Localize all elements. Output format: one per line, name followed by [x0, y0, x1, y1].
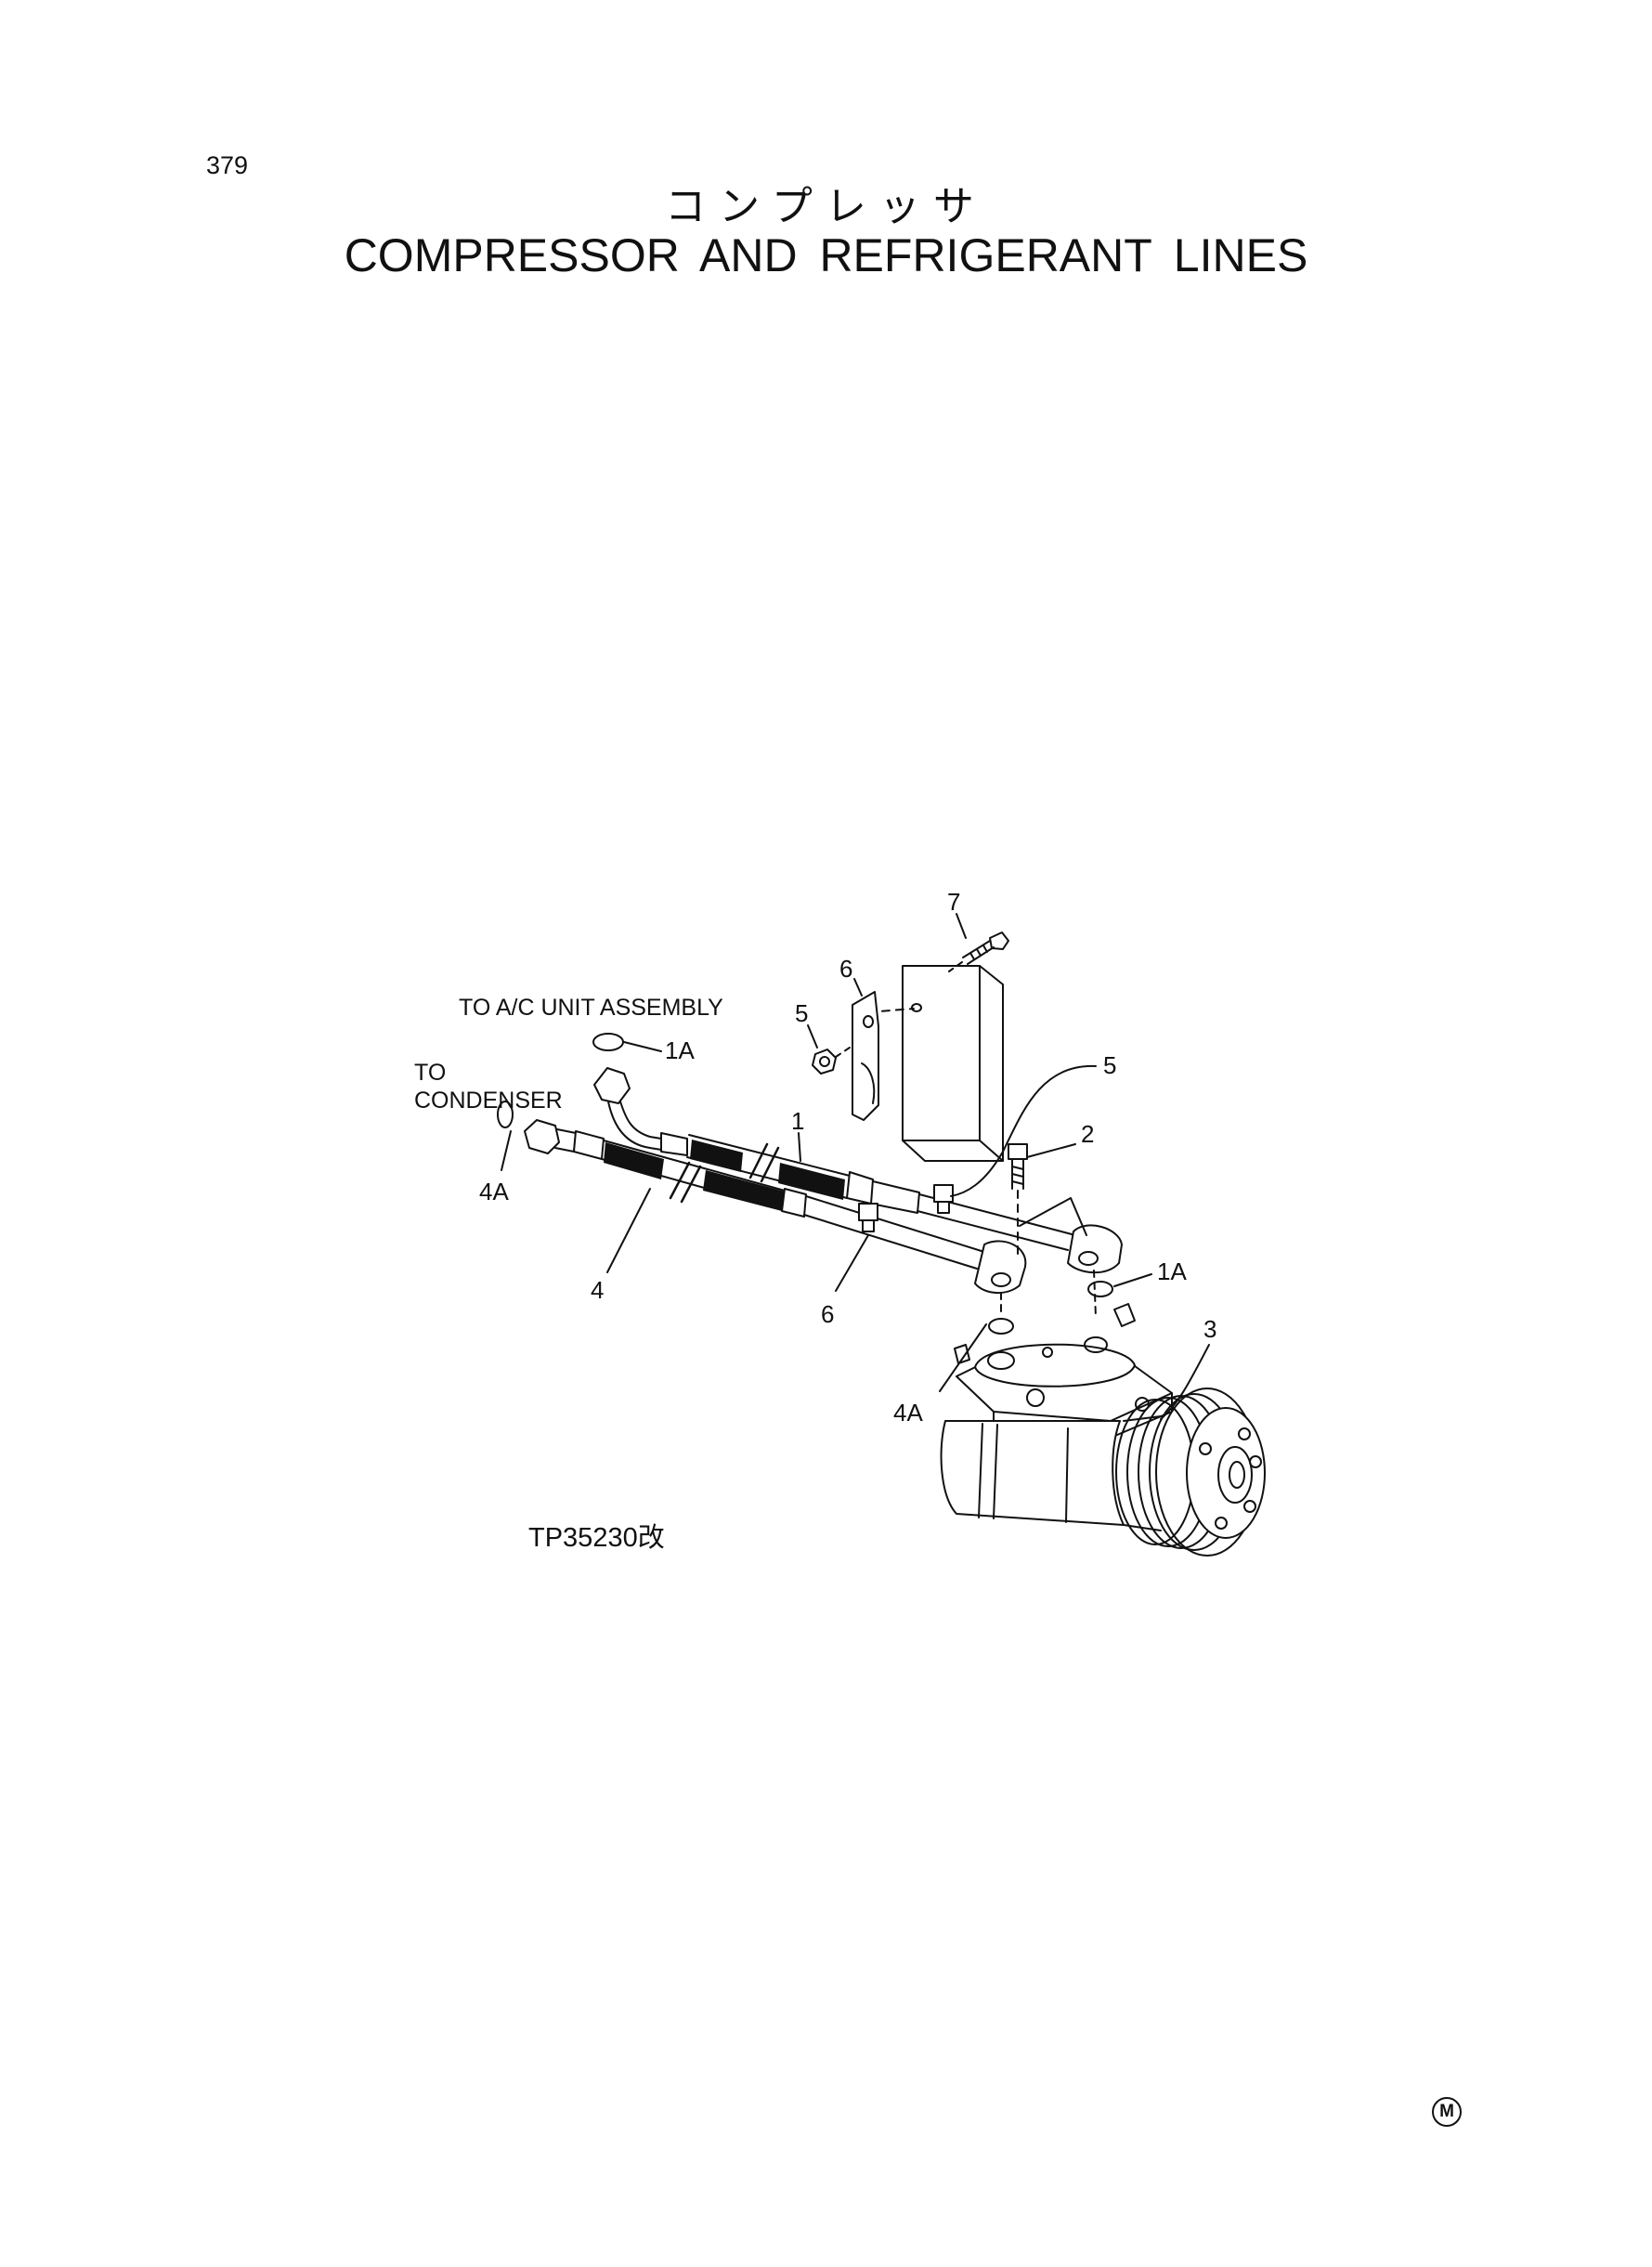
page-number: 379 [206, 151, 249, 179]
callout-4: 4 [591, 1276, 604, 1304]
o-ring-4a-bottom [988, 1318, 1014, 1335]
callout-1: 1 [791, 1107, 804, 1135]
reference-code: TP35230改 [528, 1522, 665, 1553]
condenser-label: CONDENSER [414, 1088, 563, 1114]
page-title: COMPRESSOR AND REFRIGERANT LINES [344, 229, 1308, 281]
o-ring-1a-top [592, 1033, 624, 1051]
callout-5-left: 5 [795, 999, 808, 1027]
callout-1a-top: 1A [665, 1036, 695, 1064]
callout-2: 2 [1081, 1120, 1094, 1148]
hose-4 [524, 1119, 1027, 1294]
o-ring-4a-left [497, 1101, 514, 1128]
bolt-head-upper [933, 1184, 954, 1214]
page-title-japanese: コンプレッサ [665, 183, 987, 230]
callout-6-top: 6 [839, 955, 852, 983]
callout-3: 3 [1203, 1315, 1216, 1343]
o-ring-1a-right [1087, 1281, 1113, 1297]
bolt-head-lower [858, 1203, 878, 1232]
to-label: TO [414, 1060, 446, 1086]
clamp-6-top [852, 991, 879, 1121]
callout-4a-left: 4A [479, 1178, 509, 1205]
callout-4a-bottom: 4A [893, 1399, 923, 1427]
to-ac-unit-label: TO A/C UNIT ASSEMBLY [459, 995, 723, 1021]
compressor-3 [940, 1303, 1266, 1557]
nut-5-left [812, 1045, 853, 1075]
bolt-2 [1008, 1143, 1028, 1257]
hose-1 [593, 1067, 1123, 1274]
mounting-plate [867, 965, 1004, 1162]
leader-lines [501, 913, 1210, 1420]
callout-5-right: 5 [1103, 1051, 1116, 1079]
callout-6-bottom: 6 [821, 1300, 834, 1328]
page-mark: M [1432, 2097, 1462, 2127]
callout-1a-right: 1A [1157, 1257, 1187, 1285]
bolt-7 [948, 932, 1009, 972]
callout-7: 7 [947, 888, 960, 916]
